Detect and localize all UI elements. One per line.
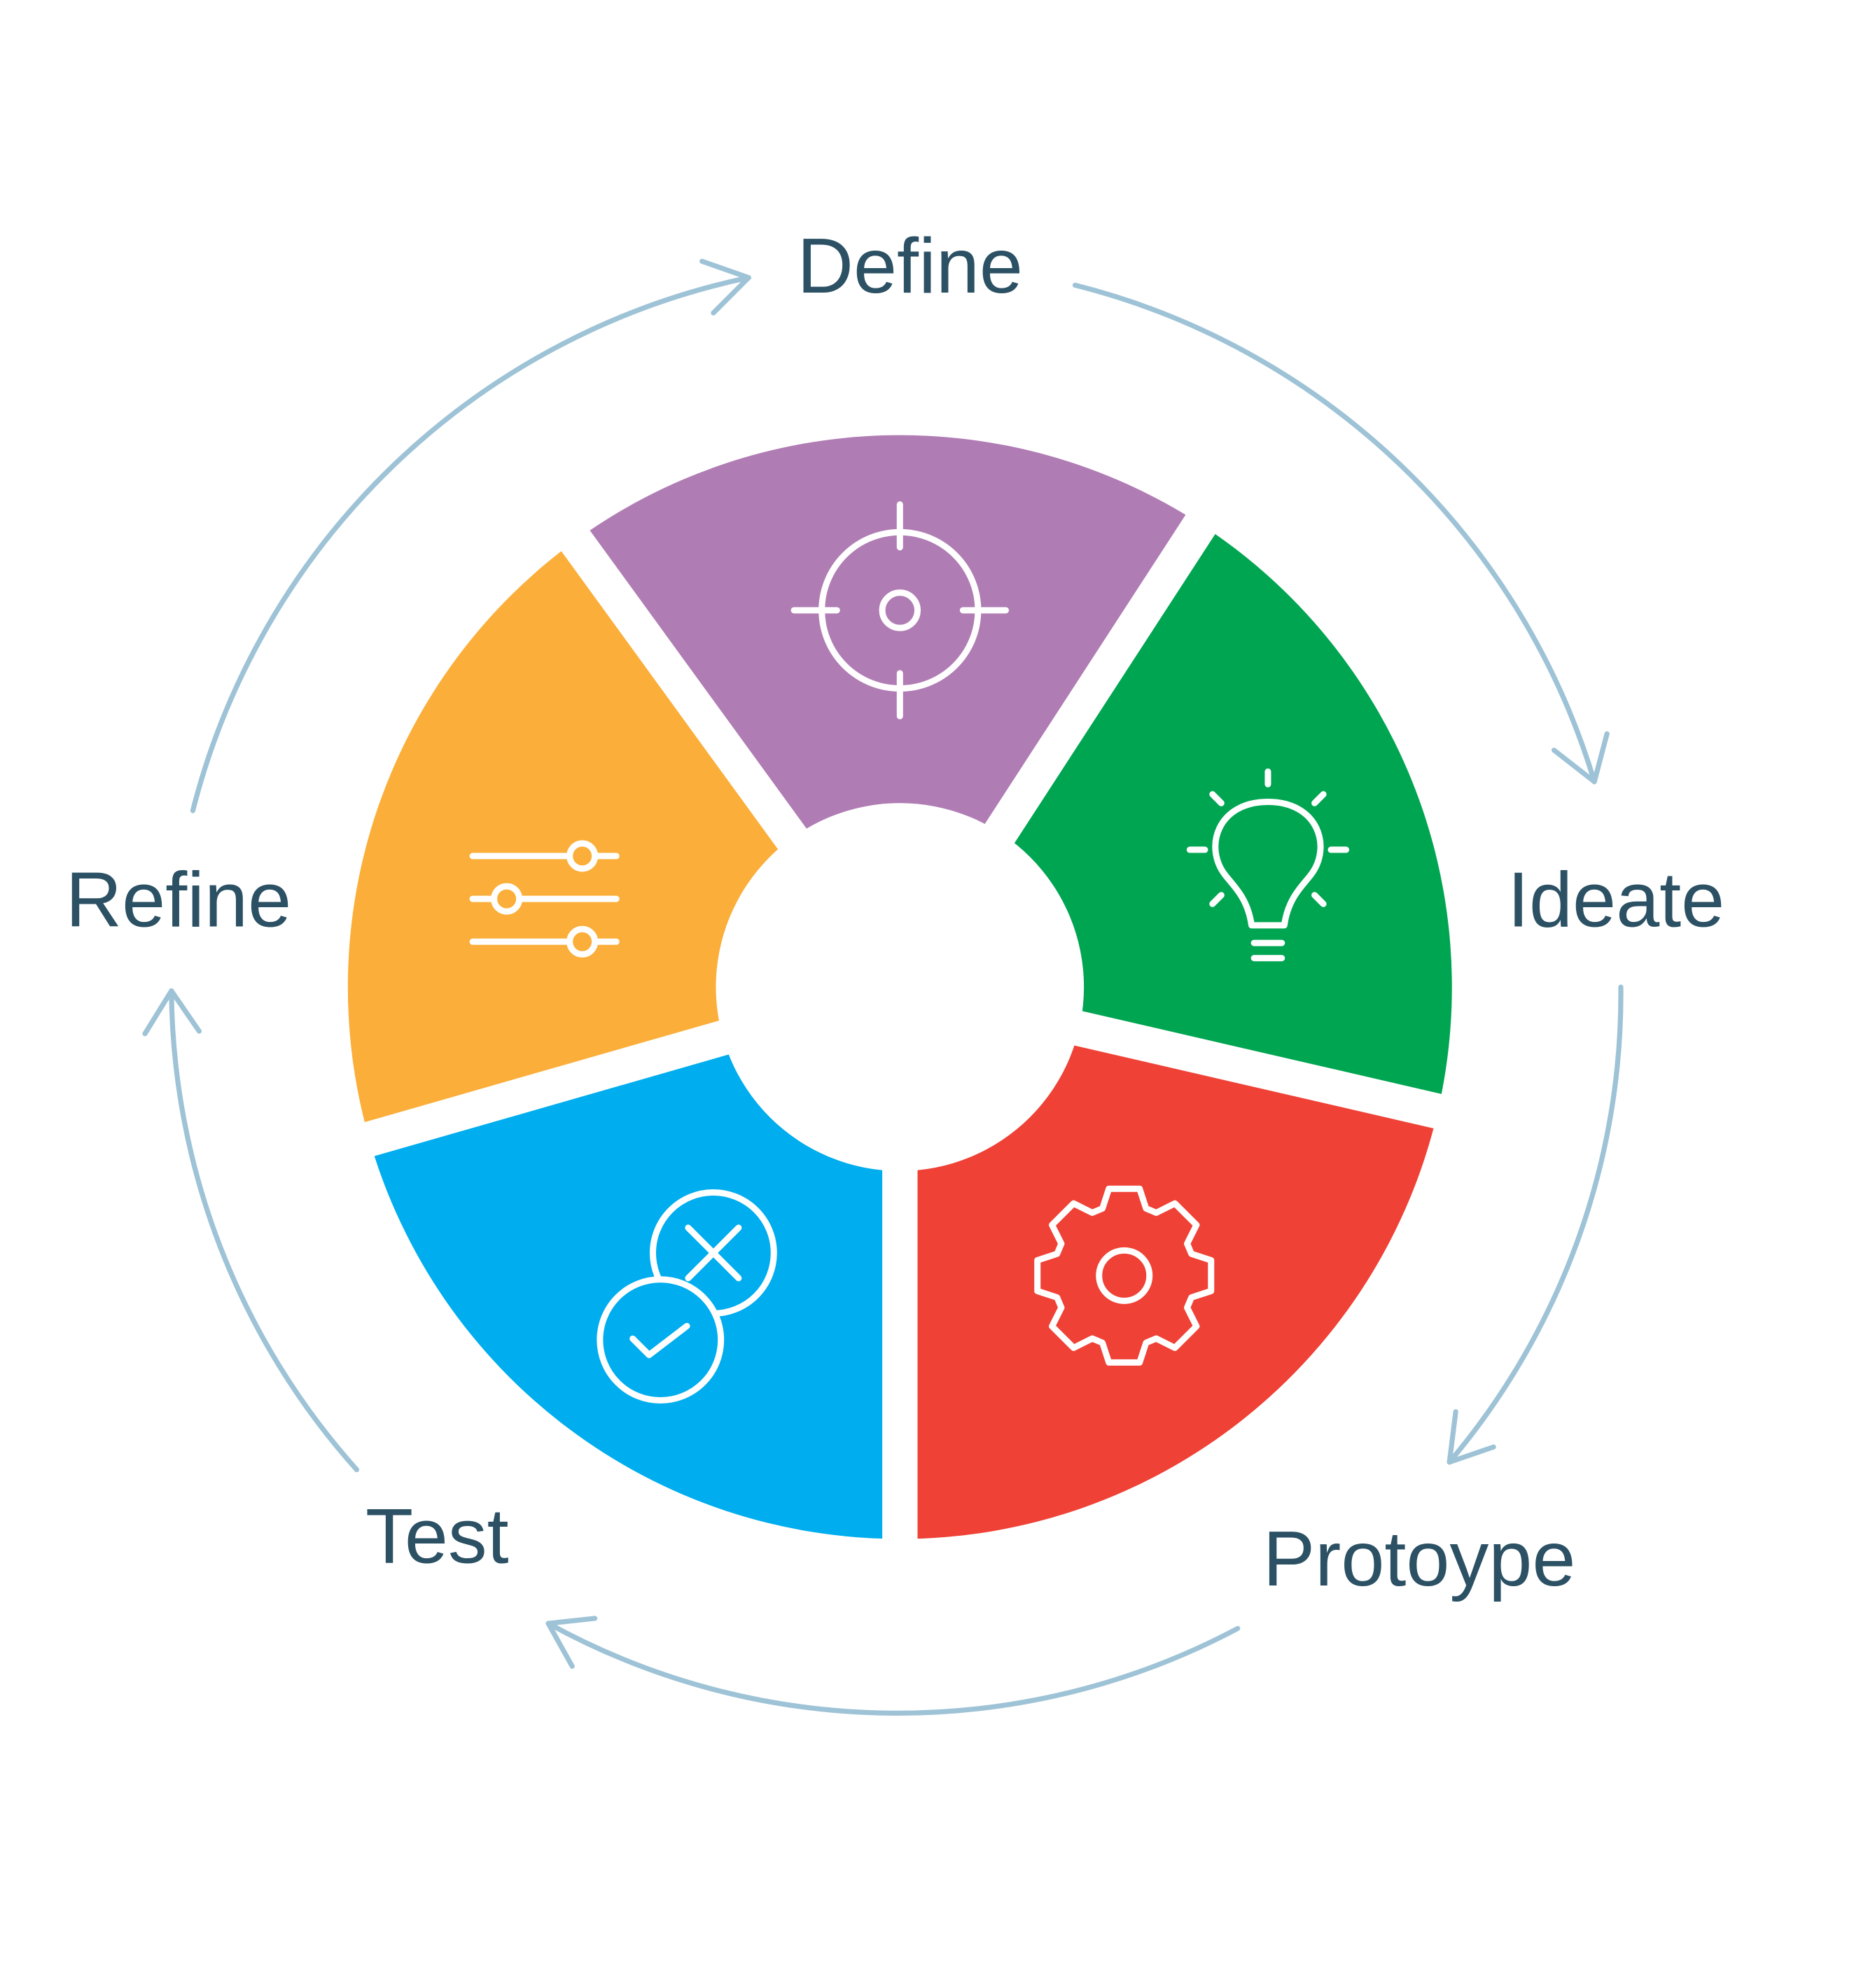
label-refine: Refine bbox=[66, 856, 292, 944]
arrow-prototype-to-test bbox=[545, 1616, 1241, 1716]
center-hole bbox=[716, 803, 1085, 1171]
segment-protoype bbox=[900, 1026, 1438, 1539]
label-ideate: Ideate bbox=[1507, 856, 1724, 944]
label-define: Define bbox=[797, 222, 1023, 309]
arrow-define-to-ideate bbox=[1072, 282, 1610, 785]
target-icon bbox=[790, 501, 1010, 720]
gear-icon bbox=[1034, 1185, 1215, 1366]
lightbulb-icon bbox=[1186, 768, 1350, 962]
arrow-test-to-refine bbox=[142, 988, 360, 1473]
arrow-ideate-to-prototype bbox=[1447, 984, 1624, 1465]
arrow-refine-to-define bbox=[190, 258, 751, 813]
sliders-icon bbox=[469, 840, 620, 958]
label-prototype: Protoype bbox=[1263, 1515, 1576, 1602]
check-x-icon bbox=[597, 1189, 777, 1404]
label-test: Test bbox=[365, 1492, 509, 1580]
